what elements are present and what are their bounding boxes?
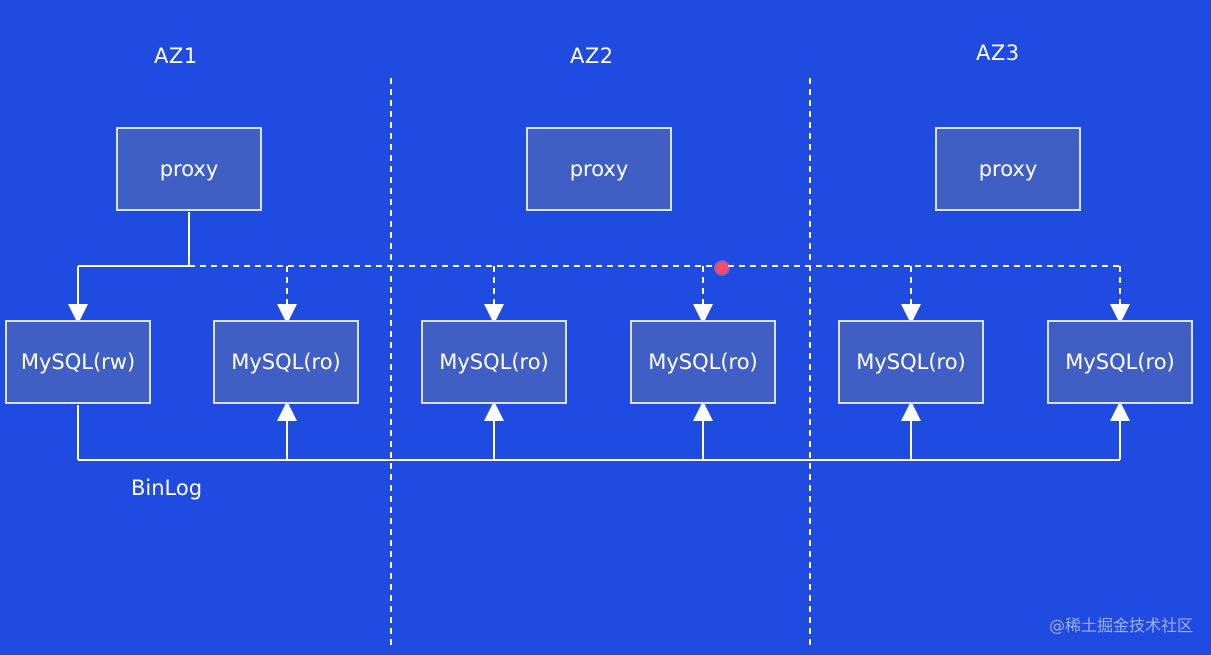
mysql-node-ro-4[interactable]: MySQL(ro) [838,320,984,404]
mouse-pointer-indicator [716,262,728,274]
zone-label-az2: AZ2 [570,44,614,68]
proxy-node-az2[interactable]: proxy [526,127,672,211]
proxy-node-az3[interactable]: proxy [935,127,1081,211]
mysql-node-ro-2[interactable]: MySQL(ro) [421,320,567,404]
binlog-label: BinLog [131,476,203,500]
mysql-node-ro-5[interactable]: MySQL(ro) [1047,320,1193,404]
mysql-node-rw[interactable]: MySQL(rw) [5,320,151,404]
mysql-node-ro-3[interactable]: MySQL(ro) [630,320,776,404]
zone-label-az1: AZ1 [154,44,198,68]
watermark-text: @稀土掘金技术社区 [1048,616,1193,635]
proxy-node-az1[interactable]: proxy [116,127,262,211]
zone-label-az3: AZ3 [976,41,1020,65]
mysql-node-ro-1[interactable]: MySQL(ro) [213,320,359,404]
